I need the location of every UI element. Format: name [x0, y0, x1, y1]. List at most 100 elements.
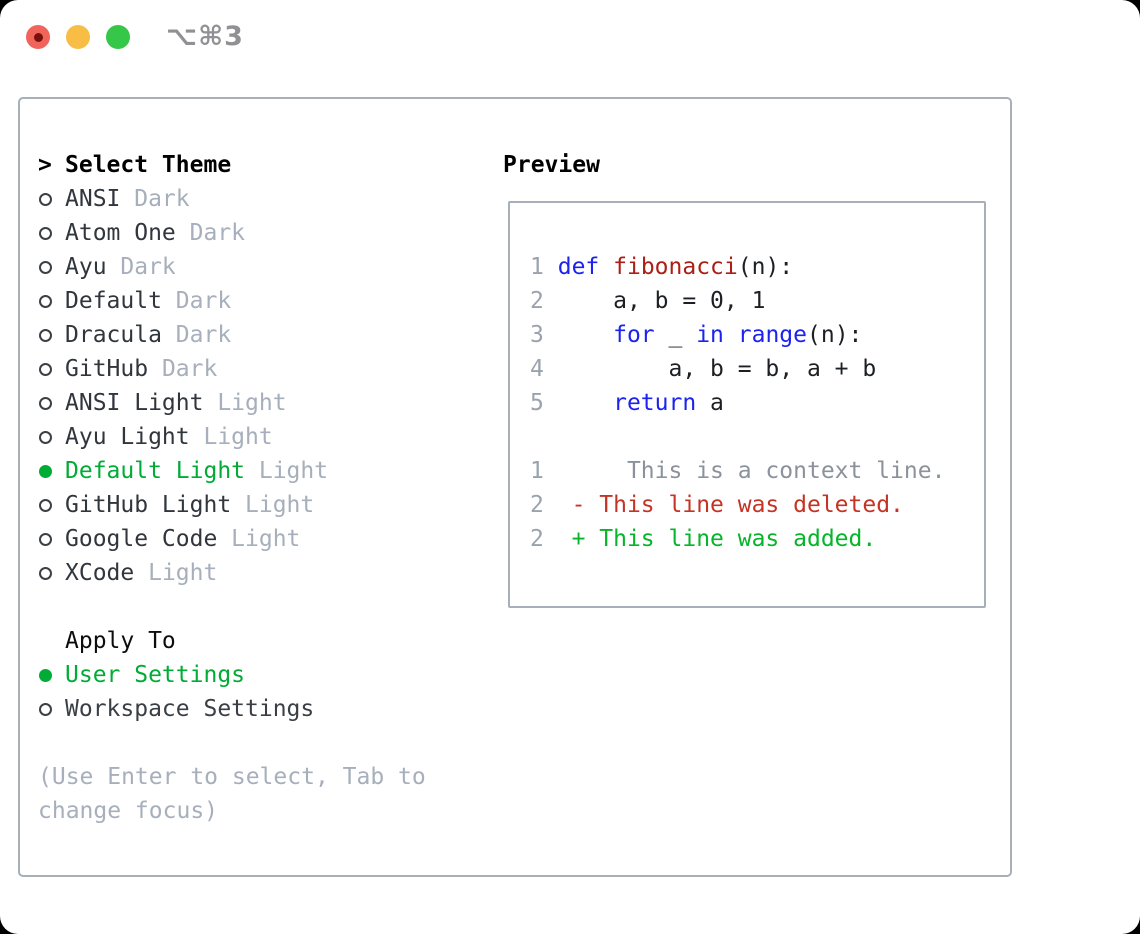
theme-option[interactable]: ANSI Dark	[38, 182, 488, 216]
radio-icon	[39, 430, 52, 444]
radio-icon	[39, 396, 52, 410]
apply-to-option-label: User Settings	[65, 662, 246, 688]
theme-variant-label: Light	[245, 492, 315, 518]
theme-name-label: Dracula	[65, 322, 162, 348]
code-token	[558, 390, 613, 416]
theme-option[interactable]: GitHub Light Light	[38, 488, 488, 522]
code-token: in	[696, 322, 724, 348]
theme-option[interactable]: Ayu Light Light	[38, 420, 488, 454]
radio-icon	[39, 566, 52, 580]
theme-variant-label: Light	[148, 560, 218, 586]
code-line	[530, 420, 984, 454]
radio-marker	[38, 294, 65, 308]
radio-marker	[38, 532, 65, 546]
theme-name-label: GitHub	[65, 356, 149, 382]
code-line: 4 a, b = b, a + b	[530, 352, 984, 386]
radio-icon	[39, 702, 52, 716]
code-token: def	[557, 254, 600, 280]
radio-marker	[38, 396, 65, 410]
apply-to-heading: Apply To	[38, 624, 488, 658]
code-token: a	[696, 390, 724, 416]
radio-icon	[39, 192, 52, 206]
line-number: 5	[530, 390, 544, 416]
theme-option[interactable]: Default Light Light	[38, 454, 488, 488]
close-button[interactable]	[26, 25, 50, 49]
radio-marker	[38, 328, 65, 342]
theme-option[interactable]: Dracula Dark	[38, 318, 488, 352]
zoom-button[interactable]	[106, 25, 130, 49]
apply-to-heading-label: Apply To	[65, 628, 176, 654]
preview-heading-label: Preview	[503, 152, 600, 178]
theme-name-label: XCode	[65, 560, 135, 586]
theme-option[interactable]: Default Dark	[38, 284, 488, 318]
theme-variant-label: Dark	[161, 356, 218, 382]
radio-icon	[39, 498, 52, 512]
code-token	[724, 322, 738, 348]
code-token: This is a context line.	[557, 458, 946, 484]
radio-marker	[38, 260, 65, 274]
select-theme-heading: > Select Theme	[38, 148, 488, 182]
theme-option[interactable]: Ayu Dark	[38, 250, 488, 284]
radio-icon	[39, 362, 52, 376]
radio-icon	[39, 226, 52, 240]
apply-to-option-label: Workspace Settings	[65, 696, 315, 722]
cursor-icon: >	[38, 152, 52, 178]
code-line: 5 return a	[530, 386, 984, 420]
theme-name-label: Ayu Light	[65, 424, 190, 450]
radio-marker	[38, 464, 65, 478]
theme-name-label: ANSI Light	[65, 390, 204, 416]
theme-variant-label: Dark	[189, 220, 246, 246]
apply-to-option[interactable]: User Settings	[38, 658, 488, 692]
theme-variant-label: Light	[231, 526, 301, 552]
minimize-button[interactable]	[66, 25, 90, 49]
theme-variant-label: Dark	[134, 186, 190, 212]
theme-name-label: ANSI	[65, 186, 121, 212]
titlebar: ⌥⌘3	[0, 0, 1140, 97]
code-token: for	[613, 322, 655, 348]
code-token: _	[654, 322, 697, 348]
radio-icon	[39, 294, 52, 308]
radio-icon	[39, 260, 52, 274]
radio-selected-icon	[39, 464, 52, 478]
radio-marker	[38, 668, 65, 682]
theme-name-label: GitHub Light	[65, 492, 232, 518]
theme-variant-label: Light	[203, 424, 273, 450]
theme-option[interactable]: GitHub Dark	[38, 352, 488, 386]
select-theme-heading-label: Select Theme	[65, 152, 232, 178]
theme-variant-label: Dark	[175, 322, 232, 348]
window-shortcut-label: ⌥⌘3	[166, 21, 244, 52]
theme-name-label: Ayu	[65, 254, 107, 280]
radio-marker	[38, 192, 65, 206]
theme-option[interactable]: XCode Light	[38, 556, 488, 590]
theme-variant-label: Dark	[120, 254, 176, 280]
code-token: + This line was added.	[557, 526, 877, 552]
theme-name-label: Default	[65, 288, 162, 314]
code-token: a, b = b, a + b	[557, 356, 877, 382]
line-number: 1	[530, 254, 544, 280]
theme-variant-label: Light	[258, 458, 329, 484]
radio-icon	[39, 328, 52, 342]
radio-marker	[38, 566, 65, 580]
line-number: 4	[530, 356, 544, 382]
radio-marker	[38, 498, 65, 512]
apply-to-option[interactable]: Workspace Settings	[38, 692, 488, 726]
hint-line: change focus)	[38, 798, 219, 824]
radio-marker	[38, 362, 65, 376]
theme-name-label: Default Light	[65, 458, 246, 484]
keyboard-hint: (Use Enter to select, Tab to change focus…	[38, 760, 488, 828]
theme-variant-label: Dark	[175, 288, 232, 314]
code-line: 2 - This line was deleted.	[530, 488, 984, 522]
line-number: 3	[530, 322, 544, 348]
code-line: 1 This is a context line.	[530, 454, 984, 488]
code-line: 2 a, b = 0, 1	[530, 284, 984, 318]
hint-line: (Use Enter to select, Tab to	[38, 764, 426, 790]
line-number: 2	[530, 526, 544, 552]
